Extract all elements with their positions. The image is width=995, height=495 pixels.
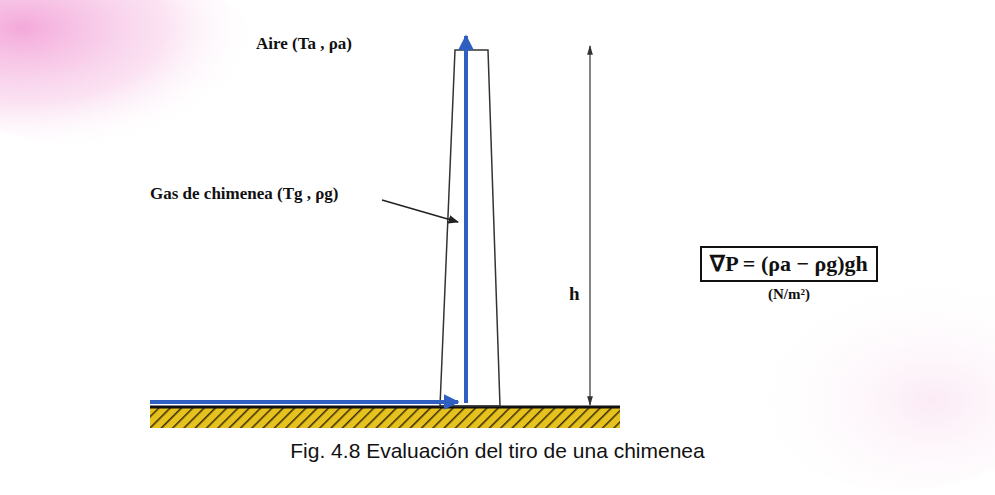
ground-hatch	[150, 408, 620, 428]
leader-arrow	[382, 200, 458, 222]
flow-label: Aire (Ta , ρa)	[256, 34, 352, 54]
height-dimension	[589, 46, 590, 405]
unit-label: (N/m²)	[768, 286, 810, 303]
pink-blob	[740, 270, 995, 490]
formula-box: ∇P = (ρa − ρg)gh (N/m²)	[700, 246, 878, 303]
pink-blob	[0, 0, 260, 145]
flow-label: Gas de chimenea (Tg , ρg)	[150, 184, 339, 204]
gas-flow-arrow	[464, 36, 468, 403]
air-inflow-arrow	[150, 400, 458, 404]
draft-formula: ∇P = (ρa − ρg)gh	[700, 246, 878, 282]
figure-caption: Fig. 4.8 Evaluación del tiro de una chim…	[0, 439, 995, 463]
ground-line	[150, 406, 620, 409]
chimney-outline	[440, 50, 500, 406]
height-symbol: h	[569, 283, 580, 305]
